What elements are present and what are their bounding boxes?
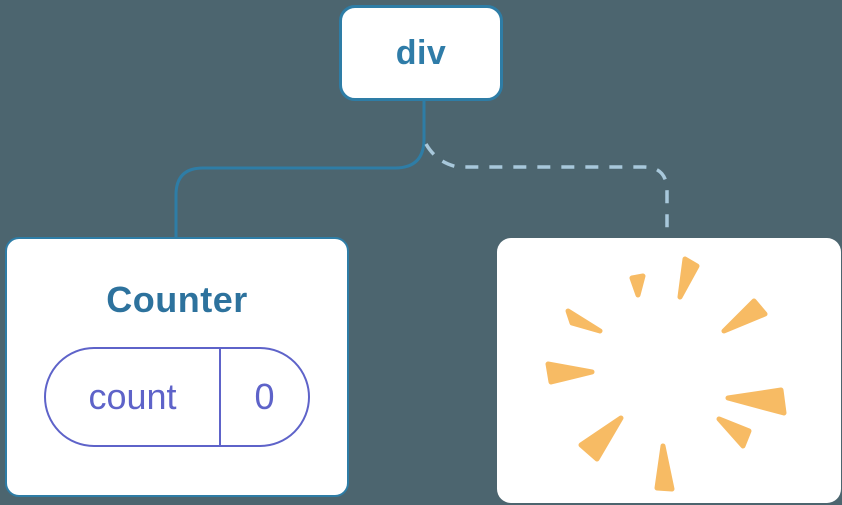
counter-card-title: Counter bbox=[106, 279, 248, 320]
tree-node-div-label: div bbox=[395, 33, 447, 72]
state-value: 0 bbox=[254, 376, 275, 417]
state-key-label: count bbox=[88, 376, 177, 417]
state-pill-key-section: count bbox=[46, 349, 221, 445]
removed-component-card bbox=[497, 238, 841, 503]
state-pill-value-section: 0 bbox=[221, 349, 308, 445]
counter-component-card: Counter count 0 bbox=[5, 237, 349, 497]
poof-burst-icon bbox=[545, 256, 787, 492]
tree-node-div: div bbox=[339, 5, 503, 101]
state-pill: count 0 bbox=[44, 347, 310, 447]
solid-connector-line bbox=[174, 100, 426, 238]
dashed-connector-line bbox=[424, 143, 669, 238]
